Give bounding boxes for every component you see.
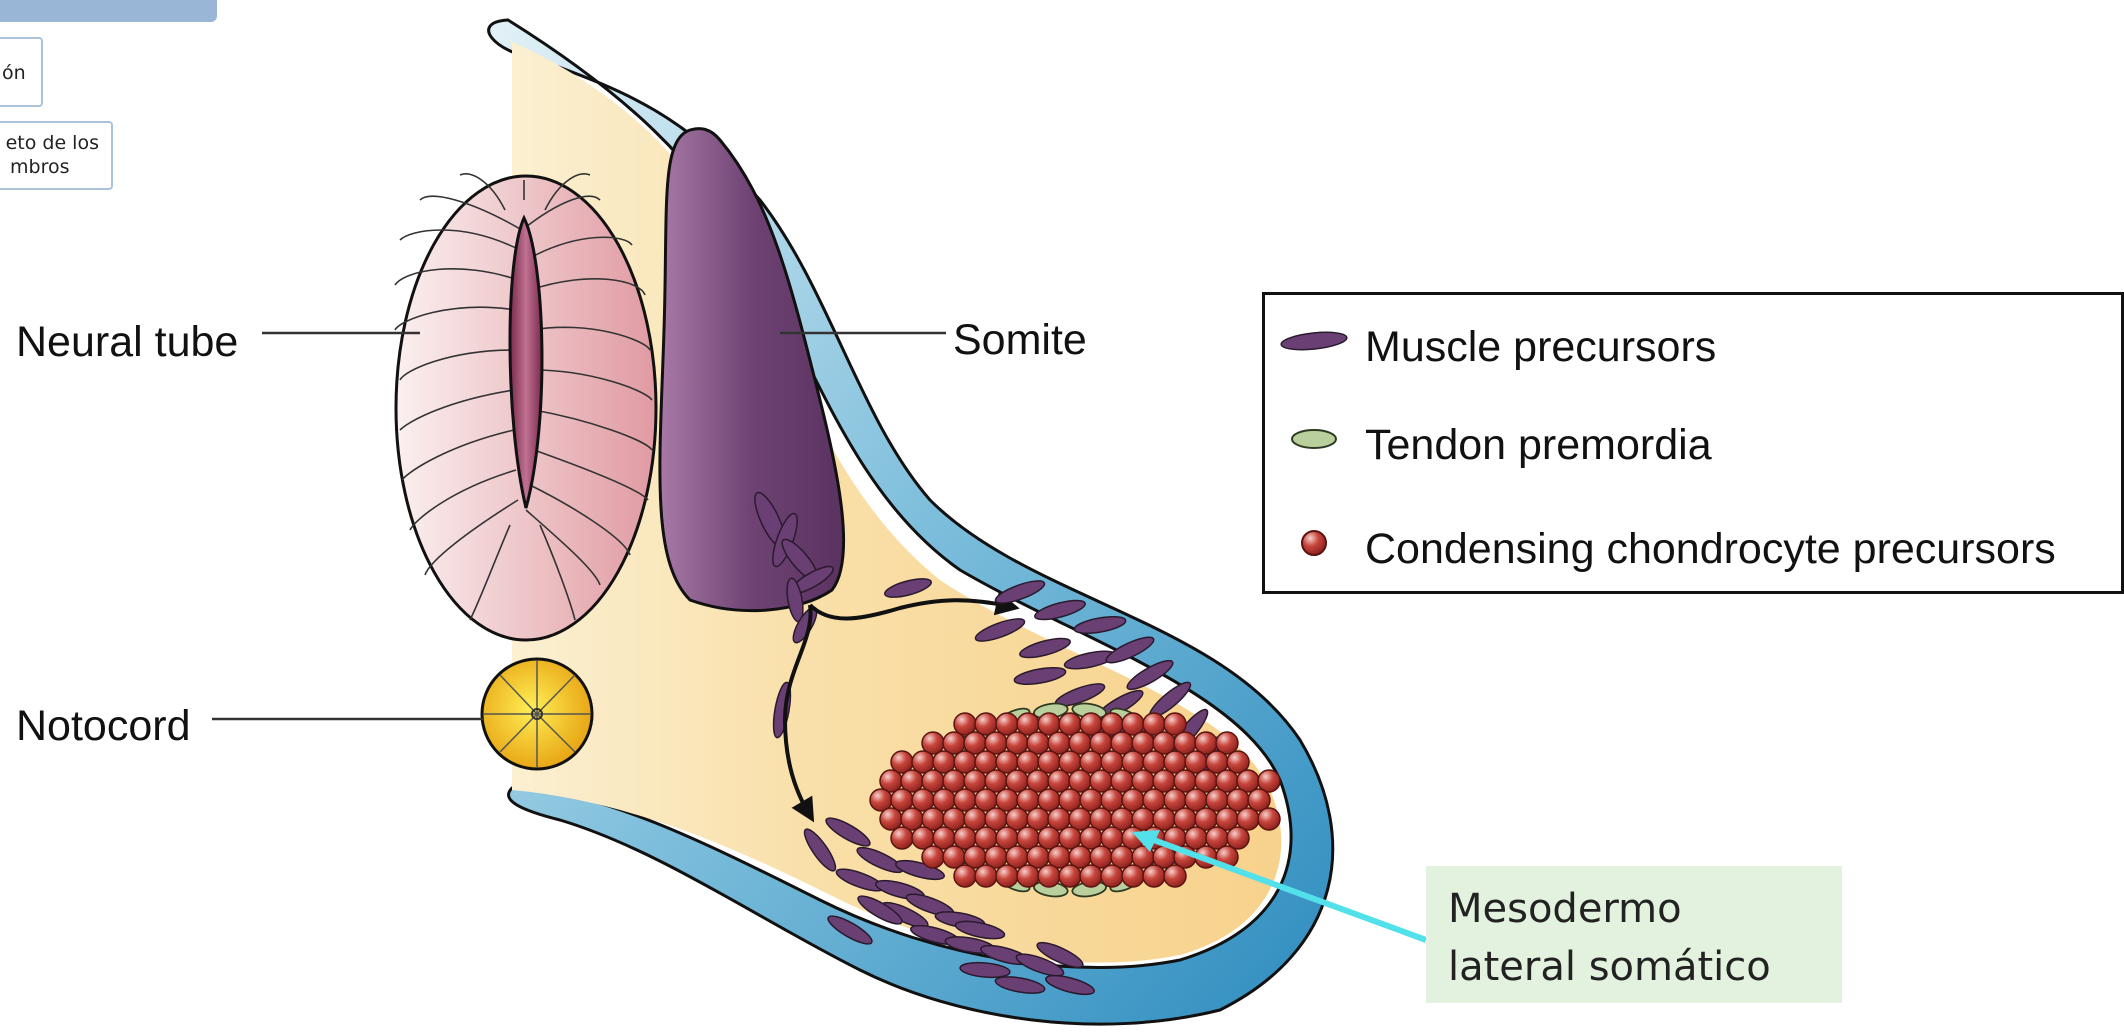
chondrocyte-cell <box>1122 865 1144 887</box>
chondrocyte-cell <box>1164 865 1186 887</box>
muscle-precursor-icon <box>1279 321 1349 361</box>
callout-box: Mesodermo lateral somático <box>1426 866 1842 1003</box>
chondrocyte-cell <box>1038 865 1060 887</box>
callout-line2: lateral somático <box>1448 938 1842 996</box>
neural-tube-label: Neural tube <box>16 318 238 367</box>
neural-tube <box>395 174 656 640</box>
chondrocyte-cell <box>954 865 976 887</box>
legend-tendon-label: Tendon premordia <box>1365 421 1712 470</box>
chondrocyte-precursor-icon <box>1279 523 1349 563</box>
callout-line1: Mesodermo <box>1448 880 1842 938</box>
notocord-label: Notocord <box>16 702 190 751</box>
chondrocyte-cell <box>1143 865 1165 887</box>
chondrocyte-cell <box>1227 827 1249 849</box>
tendon-premordia-icon <box>1279 419 1349 459</box>
chondrocyte-cell <box>880 808 902 830</box>
legend-row-chondro: Condensing chondrocyte precursors <box>1265 517 2121 577</box>
chondrocyte-cell <box>943 846 965 868</box>
legend-row-muscle: Muscle precursors <box>1265 315 2121 375</box>
legend-chondro-label: Condensing chondrocyte precursors <box>1365 525 2056 574</box>
chondrocyte-cell <box>891 827 913 849</box>
chondrocyte-cell <box>1059 865 1081 887</box>
legend-muscle-label: Muscle precursors <box>1365 323 1716 372</box>
chondrocyte-cell <box>1080 865 1102 887</box>
somite-label: Somite <box>953 316 1087 365</box>
chondrocyte-cell <box>1258 808 1280 830</box>
chondrocyte-cell <box>975 865 997 887</box>
legend-row-tendon: Tendon premordia <box>1265 413 2121 473</box>
chondrocyte-cell <box>1101 865 1123 887</box>
legend: Muscle precursors Tendon premordia Conde… <box>1262 292 2124 594</box>
chondrocyte-cell <box>996 865 1018 887</box>
chondrocyte-cell <box>1017 865 1039 887</box>
chondrocyte-cell <box>922 846 944 868</box>
notochord <box>482 659 592 769</box>
